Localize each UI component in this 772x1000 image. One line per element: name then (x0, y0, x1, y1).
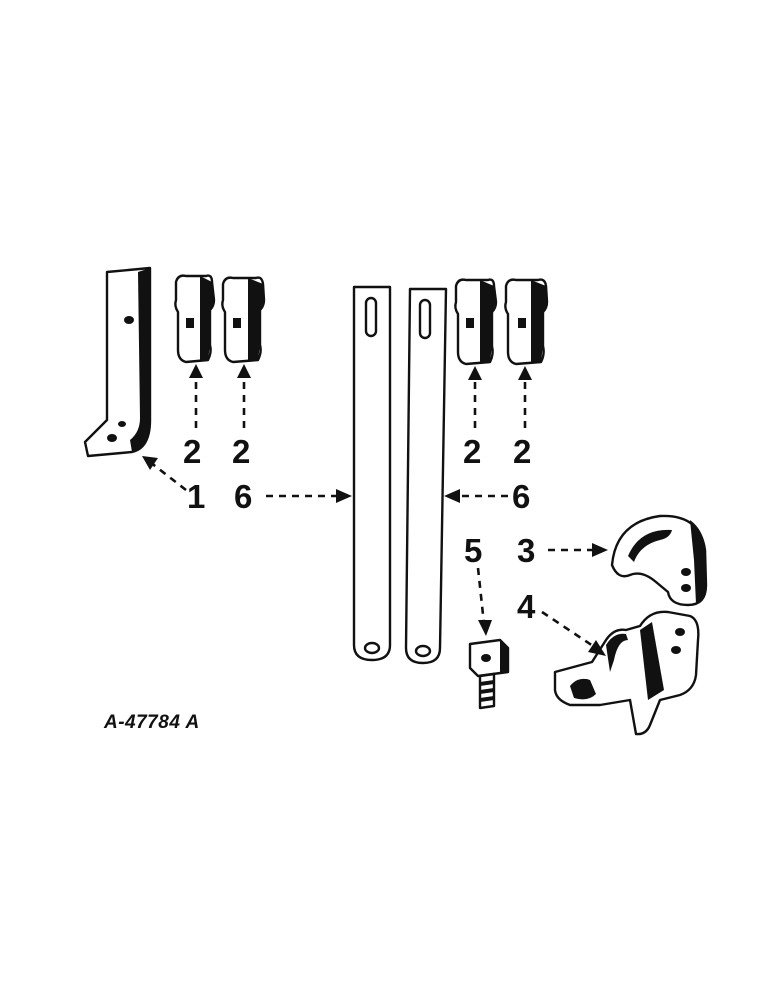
callout-5: 5 (464, 532, 482, 569)
part-1-angle-bracket (83, 266, 152, 458)
callout-1: 1 (187, 478, 205, 515)
leader-5 (476, 567, 486, 625)
figure-id: A-47784 A (103, 712, 200, 733)
callout-3: 3 (517, 532, 535, 569)
callout-2a: 2 (183, 433, 201, 470)
part-2-clamp-block-b (221, 276, 266, 364)
leader-1 (149, 460, 187, 492)
part-2-clamp-block-d (504, 278, 549, 366)
part-5-square-nut-stud (468, 638, 510, 710)
callouts: 1 2 2 2 2 6 6 5 3 4 (183, 433, 536, 625)
callout-2c: 2 (463, 433, 481, 470)
leader-lines (142, 364, 608, 656)
callout-6a: 6 (234, 478, 252, 515)
leader-4 (541, 610, 597, 650)
callout-2d: 2 (513, 433, 531, 470)
callout-2b: 2 (232, 433, 250, 470)
part-3-cam-bracket (610, 514, 708, 607)
part-4-hinge-bracket (553, 610, 700, 736)
part-2-clamp-block-a (174, 274, 216, 364)
part-6-strap-a (352, 285, 392, 662)
callout-6b: 6 (512, 478, 530, 515)
part-6-strap-b (404, 287, 448, 665)
part-2-clamp-block-c (454, 278, 498, 366)
callout-4: 4 (517, 588, 536, 625)
